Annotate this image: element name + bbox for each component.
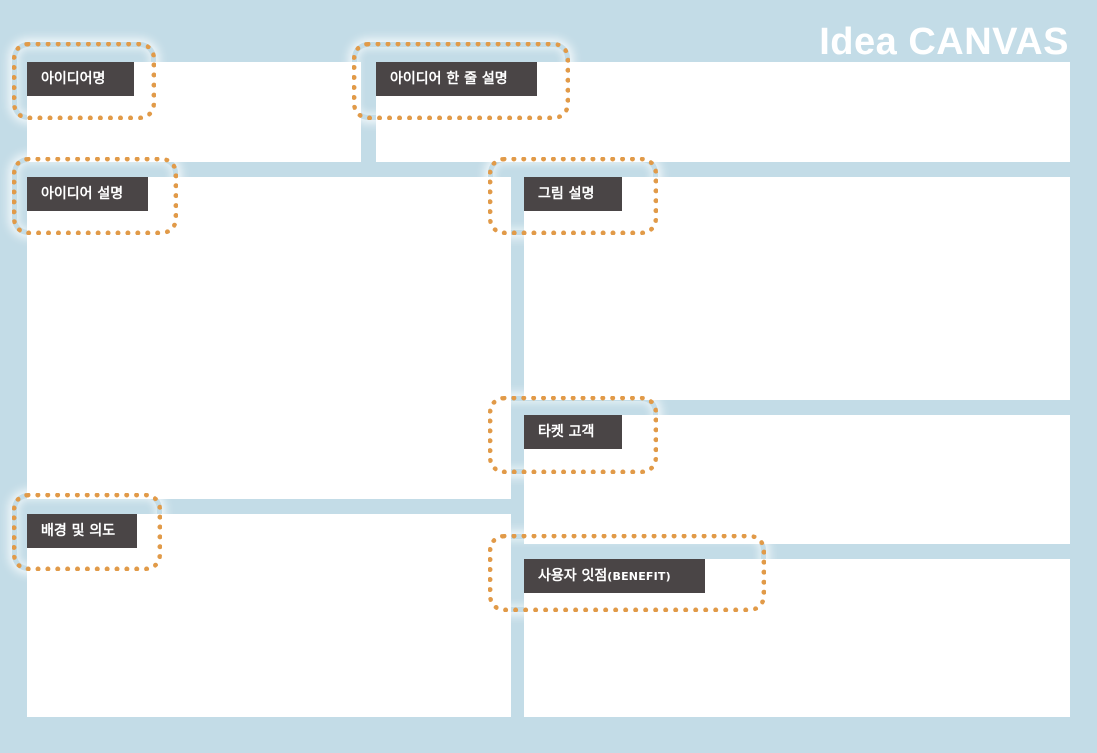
panel-idea-description[interactable] — [27, 177, 511, 499]
label-idea-description: 아이디어 설명 — [27, 177, 148, 211]
canvas-title: Idea CANVAS — [819, 21, 1069, 63]
label-user-benefit-main: 사용자 잇점 — [538, 568, 608, 584]
panel-picture-description[interactable] — [524, 177, 1070, 400]
label-one-line-description: 아이디어 한 줄 설명 — [376, 62, 537, 96]
label-picture-description: 그림 설명 — [524, 177, 622, 211]
label-user-benefit-sub: (BENEFIT) — [607, 570, 671, 583]
label-target-customer: 타켓 고객 — [524, 415, 622, 449]
label-background-intent: 배경 및 의도 — [27, 514, 137, 548]
label-idea-name: 아이디어명 — [27, 62, 134, 96]
label-user-benefit: 사용자 잇점(BENEFIT) — [524, 559, 705, 593]
